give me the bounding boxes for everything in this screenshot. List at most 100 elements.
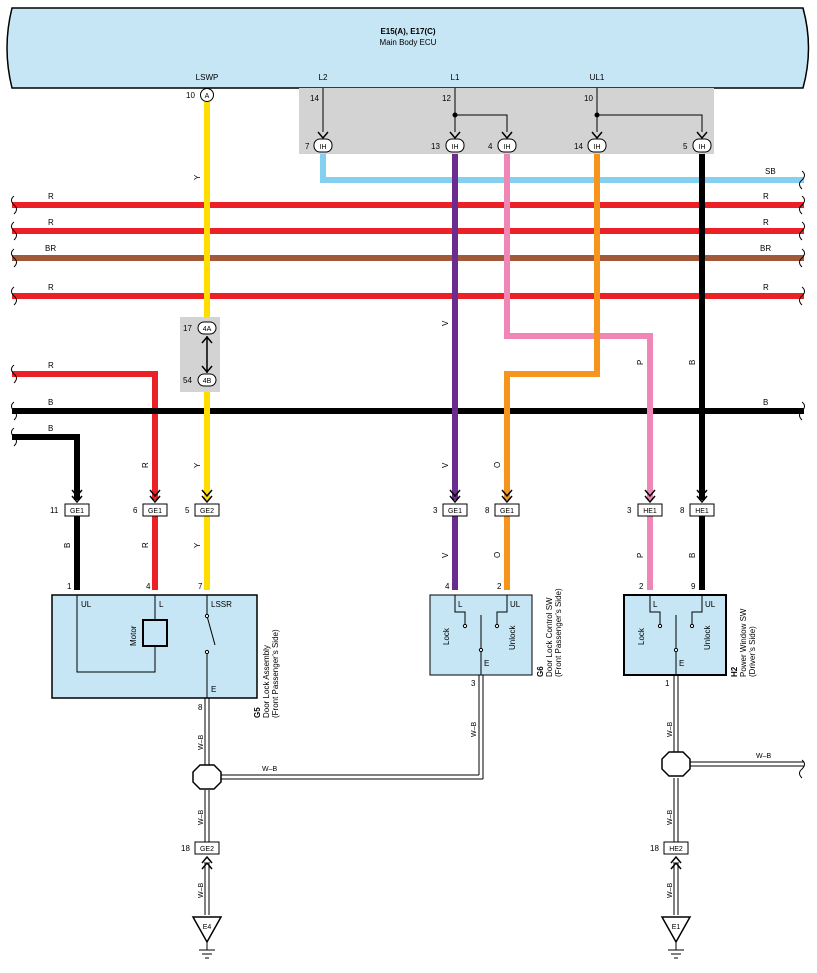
wb-label-h2: W–B: [667, 722, 674, 738]
junction-4a-4b: 4A 17 4B 54: [180, 317, 220, 392]
bus-wire-r4: [12, 371, 158, 500]
connector-ge2-18: GE2 18: [181, 841, 220, 870]
svg-text:IH: IH: [320, 144, 327, 151]
svg-text:4: 4: [488, 142, 493, 151]
svg-text:3: 3: [471, 679, 476, 688]
svg-text:54: 54: [183, 376, 192, 385]
main-body-ecu: E15(A), E17(C) Main Body ECU LSWP L2 L1 …: [6, 7, 810, 89]
bus-label-r4-left: R: [48, 361, 54, 370]
svg-text:8: 8: [485, 506, 490, 515]
svg-text:2: 2: [639, 582, 644, 591]
svg-text:IH: IH: [699, 144, 706, 151]
connector-ge1-11: GE1 11: [50, 489, 90, 517]
ground-e1: E1: [660, 916, 692, 959]
svg-text:P: P: [636, 553, 645, 558]
splice-point-g5: [192, 764, 222, 790]
svg-text:E1: E1: [672, 924, 681, 931]
ecu-terminal-lswp: LSWP: [196, 73, 219, 82]
bus-label-b1-right: B: [763, 398, 768, 407]
svg-text:1: 1: [67, 582, 72, 591]
svg-text:O: O: [493, 552, 502, 558]
svg-text:7: 7: [198, 582, 203, 591]
svg-text:HE2: HE2: [669, 846, 683, 853]
svg-text:E4: E4: [203, 924, 212, 931]
svg-text:V: V: [441, 320, 450, 326]
connector-he1-3: HE1 3: [627, 489, 663, 517]
svg-text:GE1: GE1: [148, 508, 162, 515]
svg-text:4: 4: [146, 582, 151, 591]
wb-label-h2-3: W–B: [667, 883, 674, 899]
svg-text:GE2: GE2: [200, 508, 214, 515]
svg-text:G6: G6: [536, 666, 545, 677]
terminal-a: [200, 88, 214, 102]
connector-ge2-5: GE2 5: [185, 489, 220, 517]
wb-ground-wires: [204, 675, 804, 915]
svg-text:LSSR: LSSR: [211, 600, 232, 609]
wb-label-h2-2: W–B: [667, 810, 674, 826]
ground-icon: [660, 916, 692, 944]
svg-text:Motor: Motor: [129, 625, 138, 646]
wire-orange: [504, 154, 600, 500]
l2-pin: 14: [310, 94, 319, 103]
svg-text:GE2: GE2: [200, 846, 214, 853]
svg-text:18: 18: [181, 844, 190, 853]
ecu-terminal-l1: L1: [451, 73, 460, 82]
bus-label-b2-left: B: [48, 424, 53, 433]
svg-text:Lock: Lock: [442, 627, 451, 645]
wire-pink: [504, 154, 653, 500]
svg-text:GE1: GE1: [448, 508, 462, 515]
svg-text:8: 8: [198, 703, 203, 712]
svg-text:L: L: [653, 600, 658, 609]
svg-text:GE1: GE1: [70, 508, 84, 515]
svg-text:4A: 4A: [203, 326, 212, 333]
h2-power-window-sw: 2 9 L UL Lock Unlock E 1 H2 Power Window…: [623, 582, 757, 688]
connector-he2-18: HE2 18: [650, 841, 689, 870]
svg-text:B: B: [688, 553, 697, 558]
g5-door-lock-assembly: 1 4 7 UL L LSSR Motor E 8 G5 Door Lock A…: [51, 582, 280, 718]
svg-text:O: O: [493, 462, 502, 468]
ih-connectors: IH 7 IH 13 IH 4 IH 14 IH 5: [305, 131, 712, 153]
bus-wire-b2: [12, 434, 80, 500]
svg-text:Y: Y: [193, 174, 202, 180]
terminal-a-label: A: [205, 93, 210, 100]
svg-text:17: 17: [183, 324, 192, 333]
svg-text:P: P: [636, 360, 645, 365]
svg-text:IH: IH: [594, 144, 601, 151]
svg-text:Door Lock Assembly: Door Lock Assembly: [262, 645, 271, 718]
svg-text:E: E: [211, 685, 216, 694]
motor-icon: [142, 619, 168, 647]
svg-text:Power Window SW: Power Window SW: [739, 608, 748, 677]
svg-text:Y: Y: [193, 542, 202, 548]
ecu-terminal-l2: L2: [319, 73, 328, 82]
svg-text:5: 5: [185, 506, 190, 515]
svg-text:6: 6: [133, 506, 138, 515]
bus-label-br-left: BR: [45, 244, 56, 253]
vertical-wires: [74, 102, 705, 590]
svg-text:5: 5: [683, 142, 688, 151]
connector-ge1-6: GE1 6: [133, 489, 168, 517]
connector-he1-8: HE1 8: [680, 489, 715, 517]
svg-text:IH: IH: [504, 144, 511, 151]
svg-text:11: 11: [50, 506, 59, 515]
wire-sb: [320, 154, 804, 183]
svg-text:(Driver’s Side): (Driver’s Side): [748, 626, 757, 677]
svg-text:2: 2: [497, 582, 502, 591]
splice-point-h2: [661, 751, 691, 777]
ih-connector-2: IH 13: [431, 131, 465, 153]
ih-internal-lines: [322, 88, 703, 132]
svg-text:L: L: [159, 600, 164, 609]
svg-text:3: 3: [433, 506, 438, 515]
svg-text:E: E: [484, 659, 489, 668]
ground-e4: E4: [191, 916, 223, 959]
ecu-terminal-ul1: UL1: [590, 73, 605, 82]
ih-connector-4: IH 14: [574, 131, 607, 153]
svg-text:V: V: [441, 552, 450, 558]
svg-text:G5: G5: [253, 707, 262, 718]
ground-icon: [191, 916, 223, 944]
svg-text:4B: 4B: [203, 378, 212, 385]
g6-door-lock-control-sw: 4 2 L UL Lock Unlock E 3 G6 Door Lock Co…: [429, 582, 563, 688]
component-connectors: GE1 11 GE1 6 GE2 5 GE1 3 GE1 8: [50, 489, 715, 517]
svg-text:18: 18: [650, 844, 659, 853]
svg-text:UL: UL: [705, 600, 716, 609]
